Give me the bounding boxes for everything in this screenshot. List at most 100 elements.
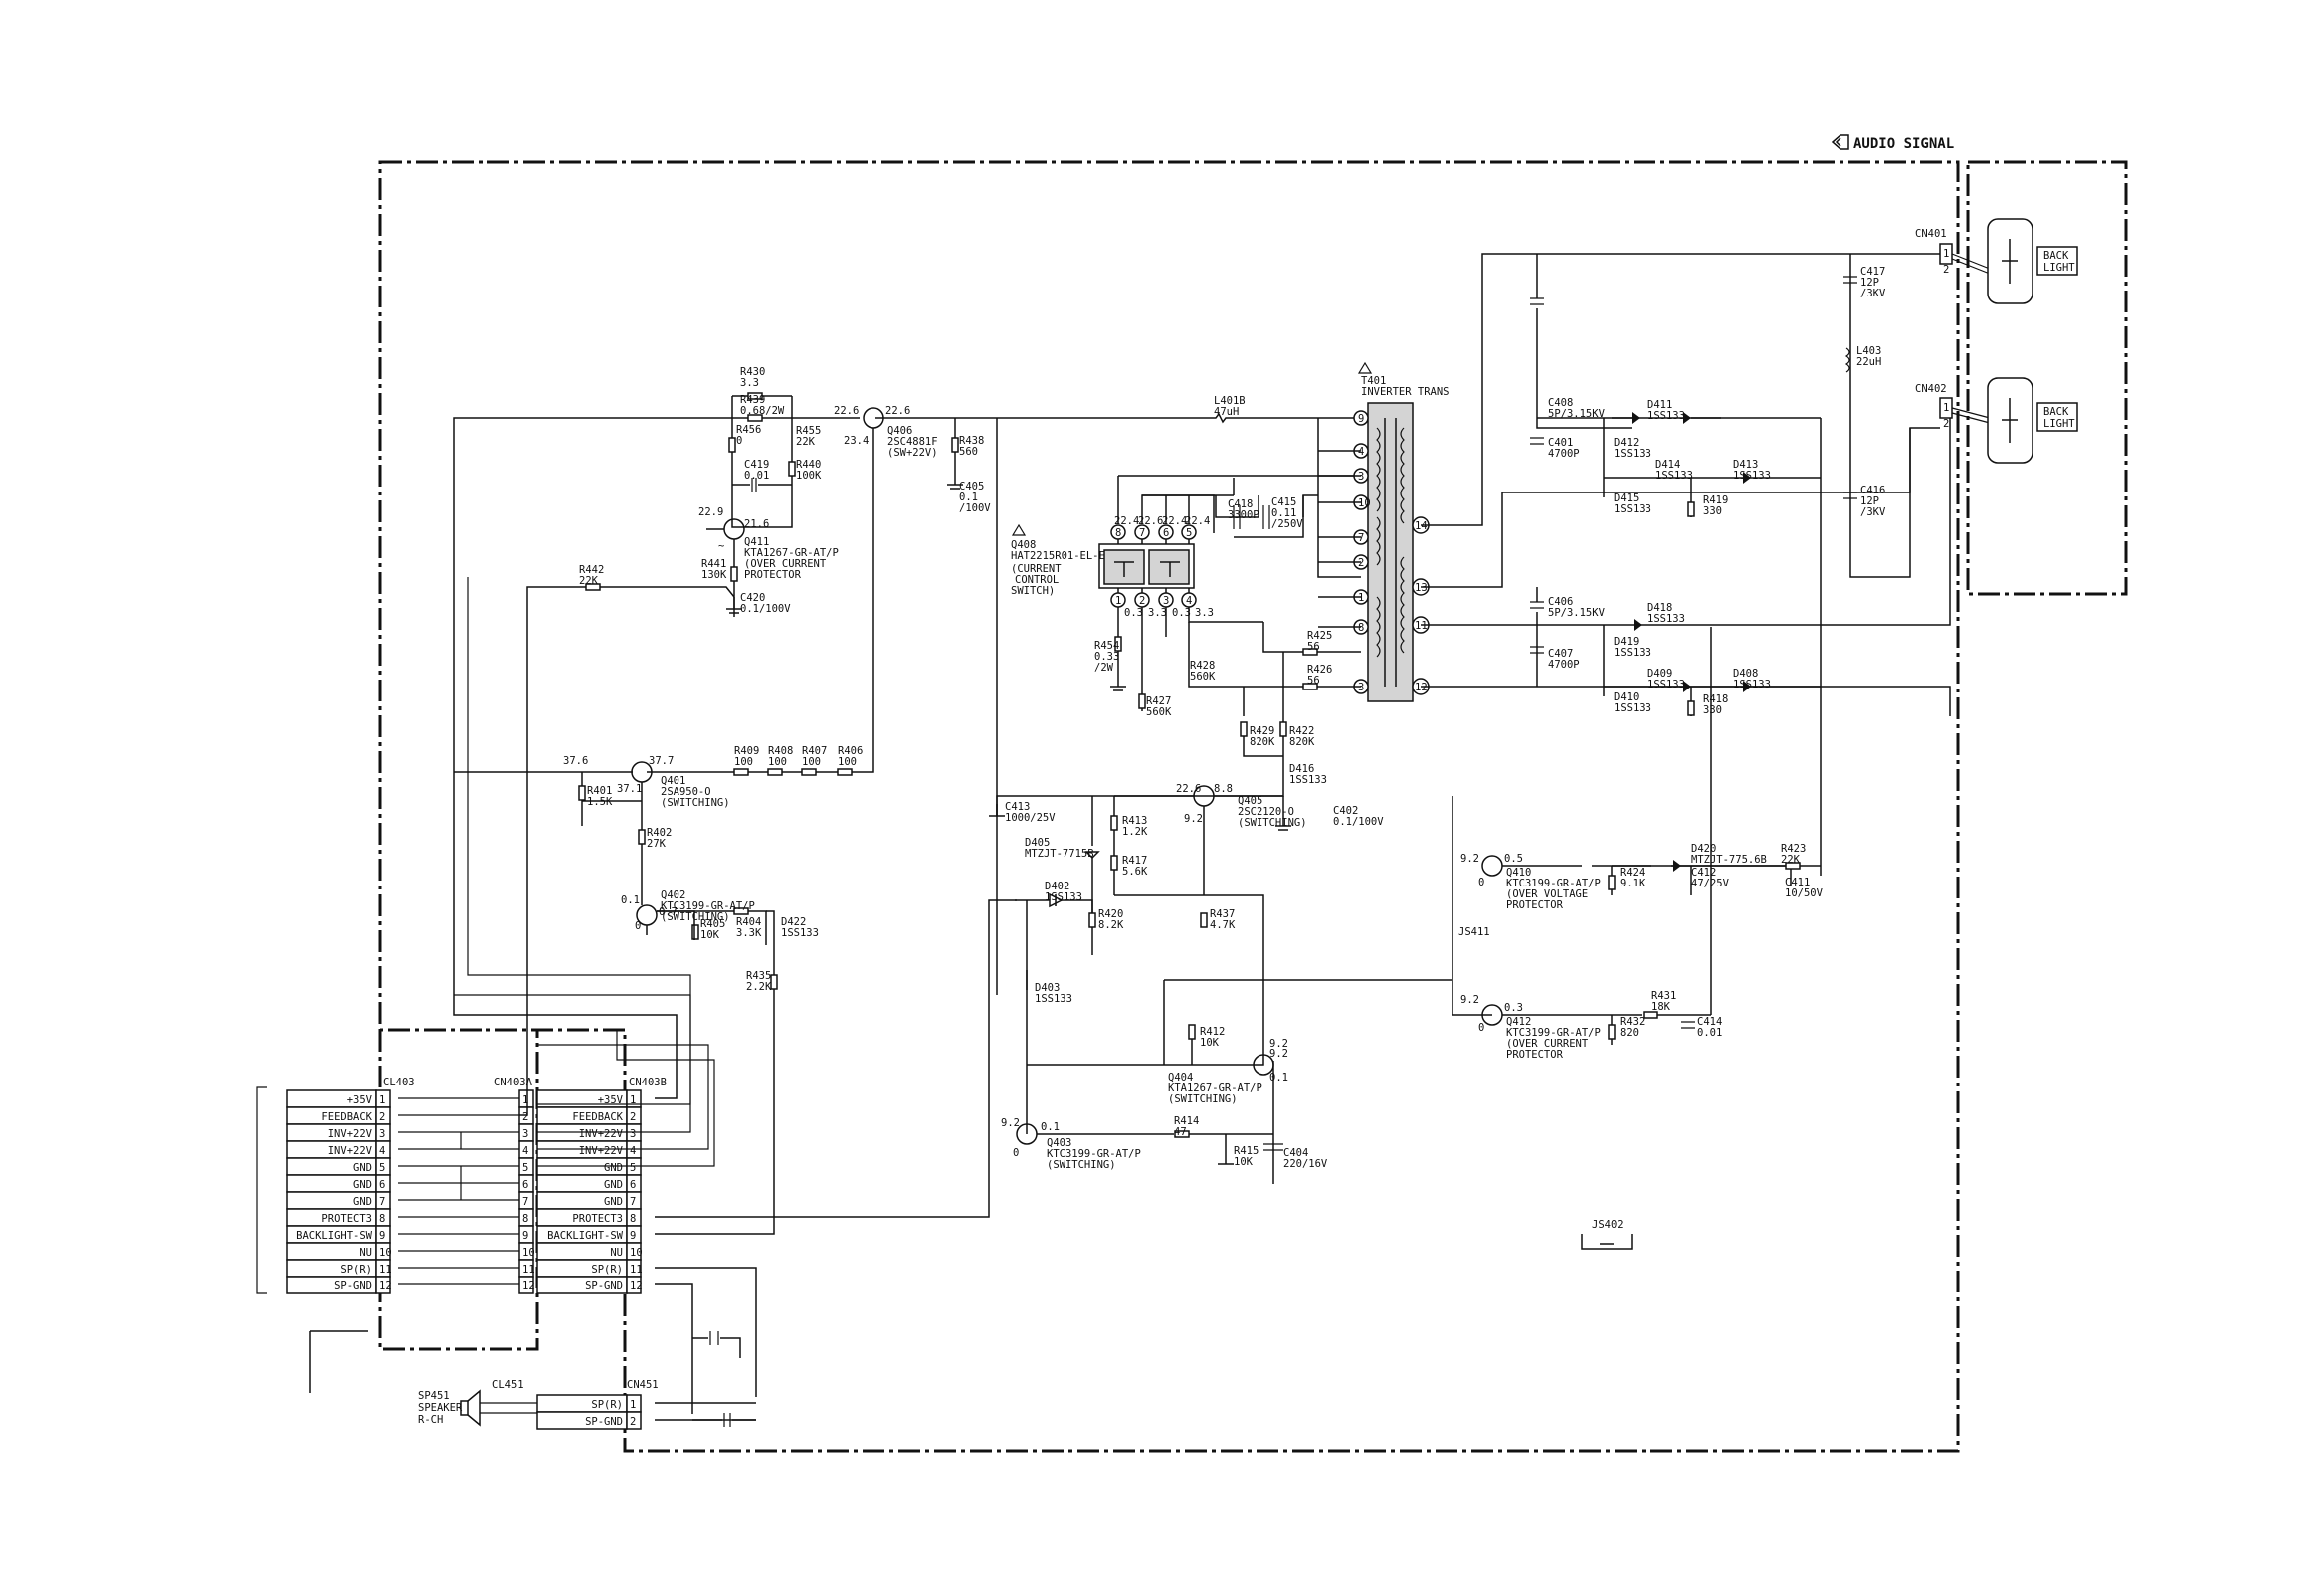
r412-label: 10K (1200, 1037, 1220, 1049)
r435-label: 2.2K (746, 981, 772, 993)
cl403-pin-label: INV+22V (328, 1145, 373, 1157)
c405-label: 0.1 (959, 492, 978, 503)
transformer-pin: 13 (1415, 582, 1428, 594)
voltage-reading: 8.8 (1214, 783, 1233, 795)
transformer-pin: 4 (1358, 446, 1364, 458)
d402-label: 1SS133 (1045, 891, 1082, 903)
cl403-pin-number: 11 (379, 1264, 392, 1276)
r441-label: R441 (701, 558, 726, 570)
cl403-pin-number: 9 (379, 1230, 385, 1242)
c411-label: 10/50V (1785, 887, 1824, 899)
d405-label: D405 (1025, 837, 1050, 849)
q411-label: Q411 (744, 536, 769, 548)
l401b-label: 47uH (1214, 406, 1239, 418)
transformer-pin: 2 (1358, 557, 1364, 569)
r454-label: /2W (1094, 662, 1114, 674)
protector-section (1452, 478, 1822, 1250)
cn403b-pin-number: 12 (630, 1280, 643, 1292)
c414-label: C414 (1697, 1016, 1722, 1028)
q412-label: Q412 (1506, 1016, 1531, 1028)
d410-label: D410 (1614, 691, 1639, 703)
cn403b-pin-number: 1 (630, 1094, 636, 1106)
cl403-pin-label: INV+22V (328, 1128, 373, 1140)
r422-label: 820K (1289, 736, 1315, 748)
c413-label: 1000/25V (1005, 812, 1056, 824)
ic-volt-bottom: 3.3 (1195, 607, 1214, 619)
d419-label: D419 (1614, 636, 1639, 648)
r413-label: R413 (1122, 815, 1147, 827)
cn403b-pin-number: 11 (630, 1264, 643, 1276)
cn403b-pin-number: 4 (630, 1145, 636, 1157)
q402-label: (SWITCHING) (661, 911, 730, 923)
cn451-label: CN451 (627, 1379, 659, 1391)
d412-label: D412 (1614, 437, 1639, 449)
cn403b-pin-number: 9 (630, 1230, 636, 1242)
q405-label: Q405 (1238, 795, 1262, 807)
r420-label: 8.2K (1098, 919, 1124, 931)
transformer-pin: 10 (1358, 497, 1371, 509)
cn403b-pin-label: GND (604, 1162, 623, 1174)
cn403b-pin-number: 8 (630, 1213, 636, 1225)
backlight-label-3: BACK (2043, 406, 2069, 418)
ic-volt-bottom: 0.3 (1172, 607, 1191, 619)
r401-label: R401 (587, 785, 612, 797)
backlight-label-4: LIGHT (2043, 418, 2075, 430)
voltage-reading: 9.2 (1184, 813, 1203, 825)
r414-label: 47 (1174, 1126, 1187, 1138)
r437-label: R437 (1210, 908, 1235, 920)
q410-label: PROTECTOR (1506, 899, 1564, 911)
speaker-ref: SP451 (418, 1390, 450, 1402)
d418-label: 1SS133 (1647, 613, 1685, 625)
c416-label: 12P (1860, 495, 1879, 507)
cn403b-label: CN403B (629, 1077, 667, 1088)
r432-label: R432 (1620, 1016, 1645, 1028)
cn403b-pin-label: SP-GND (585, 1280, 623, 1292)
transformer-pin: 9 (1358, 413, 1364, 425)
r402-label: 27K (647, 838, 667, 850)
cn403b-pin-label: +35V (598, 1094, 624, 1106)
r417-label: R417 (1122, 855, 1147, 867)
r456-label: R456 (736, 424, 761, 436)
cn403b-pin-label: GND (604, 1196, 623, 1208)
cn403a-pin-number: 4 (522, 1145, 528, 1157)
voltage-reading: 9.2 (1001, 1117, 1020, 1129)
c411-label: C411 (1785, 877, 1810, 888)
audio-signal-indicator: AUDIO SIGNAL (1831, 134, 1954, 152)
q412-label: PROTECTOR (1506, 1049, 1564, 1061)
r418-label: R418 (1703, 693, 1728, 705)
bracket (256, 1086, 267, 1294)
ic-pin-top: 7 (1139, 527, 1145, 539)
cn403b-pin-label: INV+22V (579, 1145, 624, 1157)
q401-label: 2SA950-O (661, 786, 711, 798)
cn403a-pin-number: 5 (522, 1162, 528, 1174)
r454-label: 0.33 (1094, 651, 1119, 663)
r408-label: 100 (768, 756, 787, 768)
r419-label: 330 (1703, 505, 1722, 517)
q408-desc-1: (CURRENT (1011, 563, 1062, 575)
backlight-lamps (1939, 218, 2078, 464)
c420-label: 0.1/100V (740, 603, 791, 615)
js411-label: JS411 (1458, 926, 1490, 938)
r429-label: R429 (1250, 725, 1274, 737)
r439-label: R439 (740, 394, 765, 406)
cl403-pin-label: FEEDBACK (321, 1111, 372, 1123)
d413-label: D413 (1733, 459, 1758, 471)
c404-label: C404 (1283, 1147, 1308, 1159)
cn451-pin-label: SP-GND (585, 1416, 623, 1428)
cn403b-pin-label: PROTECT3 (572, 1213, 623, 1225)
q406-label: 2SC4881F (887, 436, 938, 448)
q405-label: (SWITCHING) (1238, 817, 1307, 829)
voltage-reading: 37.1 (617, 783, 642, 795)
cl403-label: CL403 (383, 1077, 415, 1088)
c412-label: C412 (1691, 867, 1716, 879)
cn403a-pin-number: 8 (522, 1213, 528, 1225)
c417-label: 12P (1860, 277, 1879, 289)
d411-label: D411 (1647, 399, 1672, 411)
d413-label: 1SS133 (1733, 470, 1771, 482)
r425-label: R425 (1307, 630, 1332, 642)
ic-pin-top: 8 (1115, 527, 1121, 539)
voltage-reading: 0 (1478, 877, 1484, 888)
d422-label: 1SS133 (781, 927, 819, 939)
d415-label: 1SS133 (1614, 503, 1651, 515)
